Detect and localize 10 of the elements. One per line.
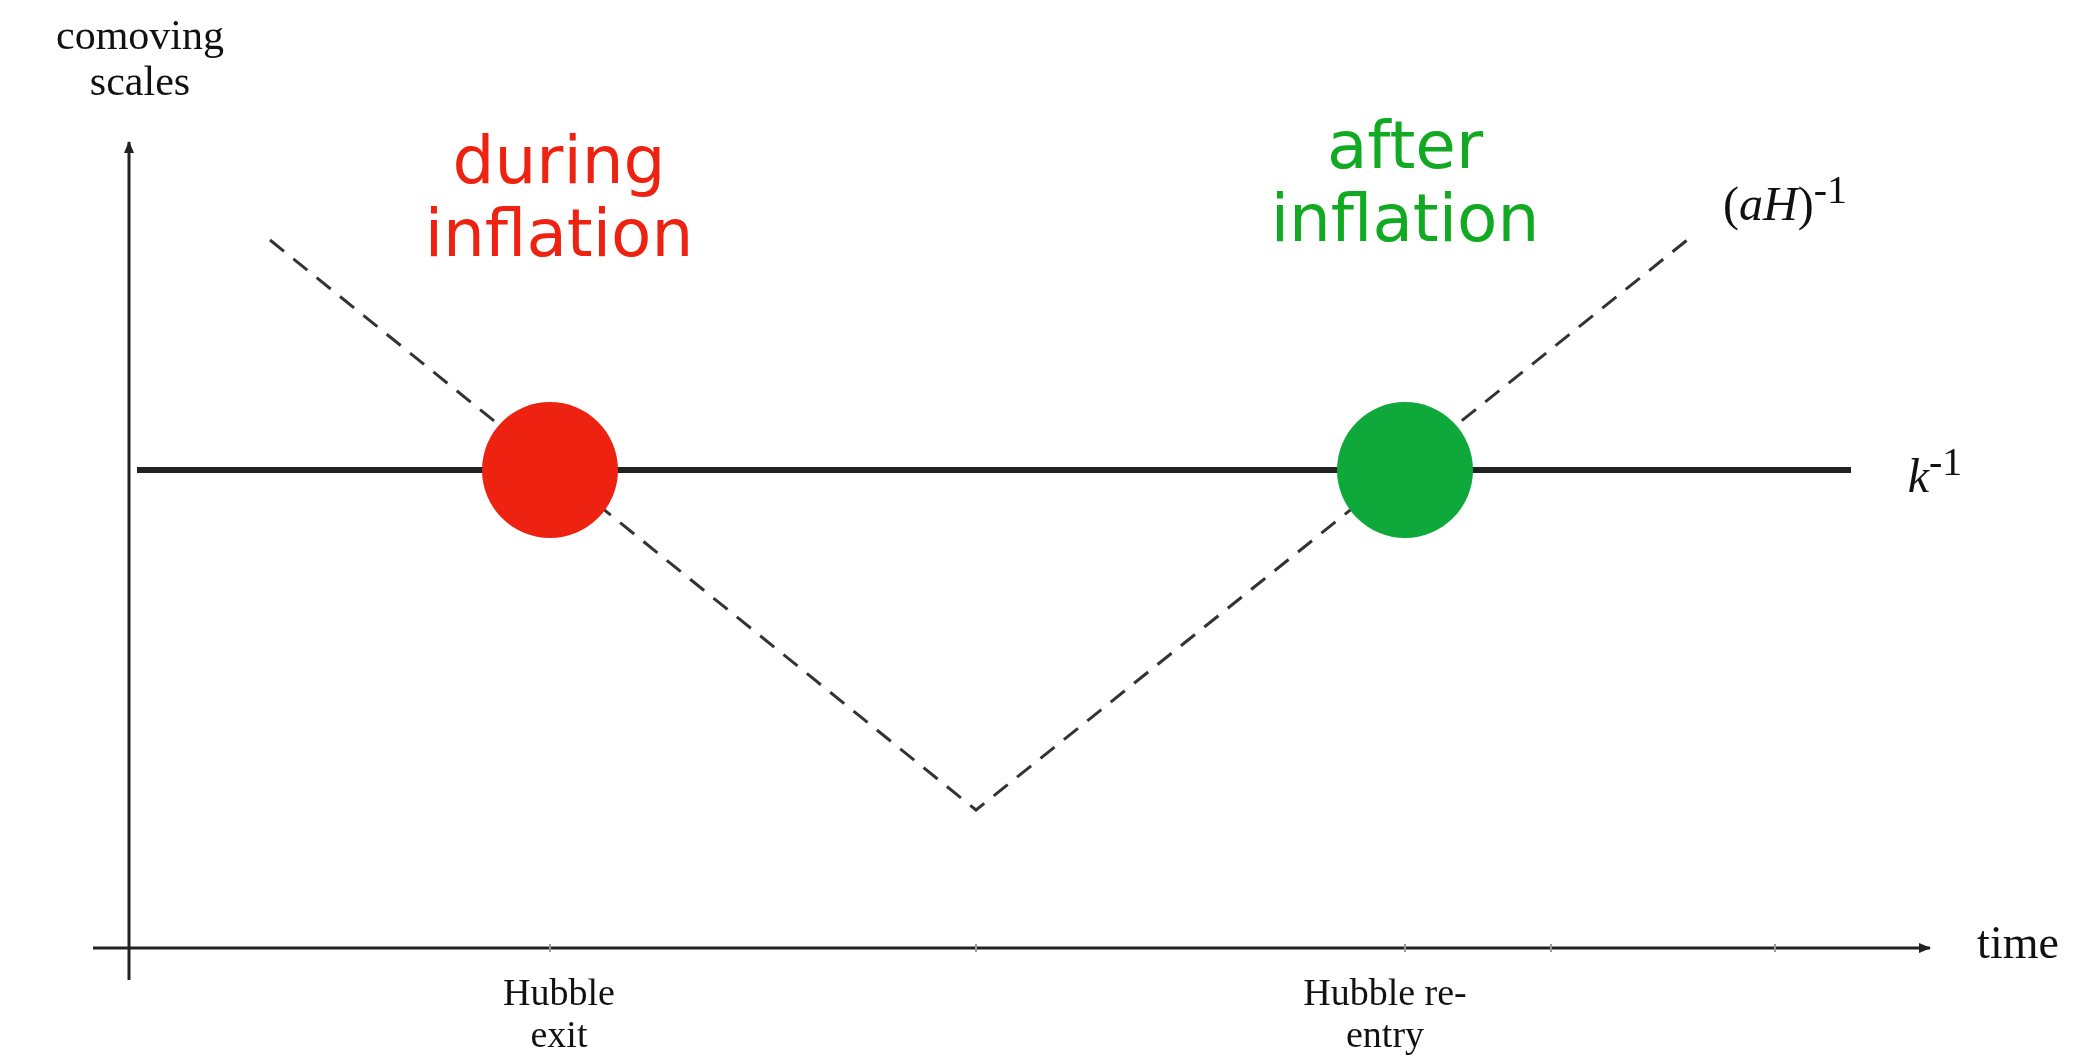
curve-label: (aH)$^{-1}$ — [1722, 168, 1848, 231]
crossing-dot — [482, 402, 618, 538]
phase-label: during inflation — [423, 125, 695, 271]
crossing-dot — [1337, 402, 1473, 538]
tick-label: Hubble exit — [502, 972, 616, 1056]
phase-label: after inflation — [1269, 110, 1541, 256]
axis-title: comoving scales — [55, 12, 225, 105]
tick-label: Hubble re-entry — [1302, 972, 1468, 1056]
axis-title: time — [1976, 918, 2060, 969]
line-label: k$^{-1}$ — [1906, 440, 1964, 503]
